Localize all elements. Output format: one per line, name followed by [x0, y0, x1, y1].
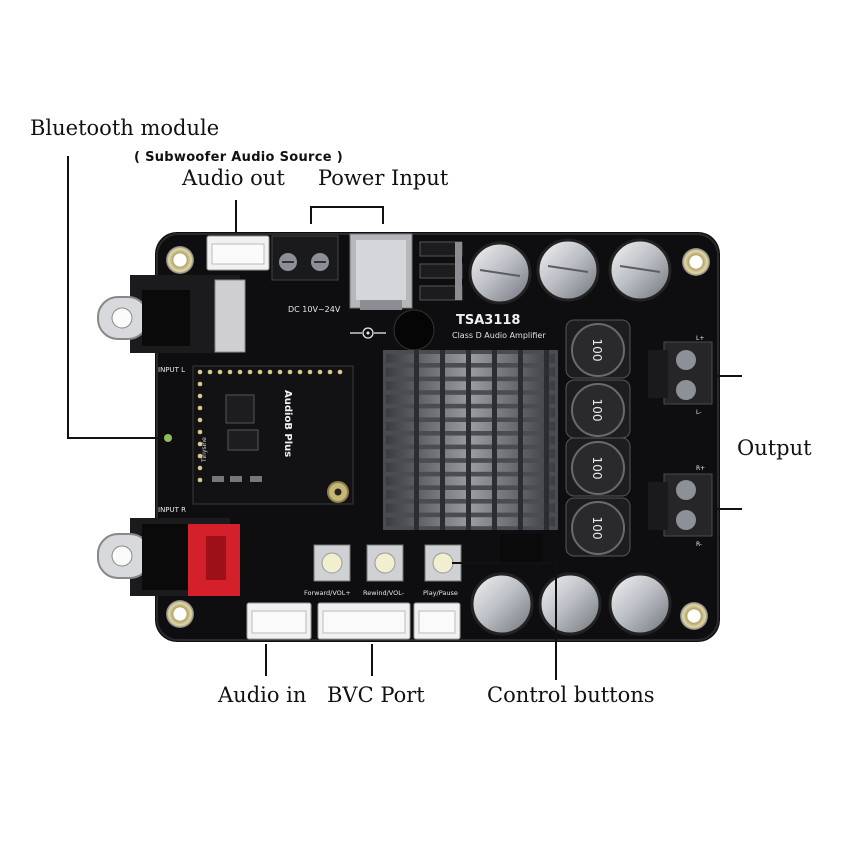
terminal-labels: L+ L- R+ R- — [696, 335, 705, 548]
power-terminal — [271, 235, 339, 281]
heatsink-channel — [544, 350, 549, 530]
polarity-symbol — [350, 327, 386, 339]
round-mosfet — [393, 309, 435, 351]
heatsink-channel — [518, 350, 523, 530]
control-buttons-label: Control buttons — [487, 683, 655, 707]
rca-jack-bottom — [97, 518, 240, 596]
inductor-value: 100 — [590, 339, 604, 362]
smd-components-top — [419, 241, 463, 301]
heatsink-channel — [466, 350, 471, 530]
mounting-holes — [166, 246, 710, 630]
inductor-value: 100 — [590, 457, 604, 480]
control-buttons-callout-line — [452, 562, 557, 680]
output-terminal-bottom — [648, 473, 713, 537]
button-label-forward: Forward/VOL+ — [304, 589, 351, 597]
bvc-port-label: BVC Port — [327, 683, 425, 707]
power-input-label: Power Input — [318, 166, 449, 190]
power-input-bracket — [310, 206, 384, 224]
top-capacitors — [468, 238, 672, 305]
audio-out-connector — [206, 235, 270, 271]
inductor-value: 100 — [590, 517, 604, 540]
button-label-play-pause: Play/Pause — [423, 589, 458, 597]
dc-voltage-label: DC 10V~24V — [288, 305, 341, 314]
inductor-value: 100 — [590, 399, 604, 422]
chip-subtitle: Class D Audio Amplifier — [452, 331, 546, 340]
module-name: AudioB Plus — [282, 390, 293, 457]
input-label-top: INPUT L — [158, 366, 185, 374]
control-button-forward[interactable] — [313, 544, 351, 582]
subwoofer-source-label: ( Subwoofer Audio Source ) — [134, 150, 343, 165]
dc-barrel-jack — [349, 233, 413, 310]
chip-title: TSA3118 — [456, 313, 520, 328]
button-label-rewind: Rewind/VOL- — [363, 589, 405, 597]
terminal-label-r-plus: R+ — [696, 465, 705, 472]
inductors: 100 100 100 100 — [565, 319, 631, 557]
terminal-label-l-minus: L- — [696, 409, 701, 416]
bluetooth-callout-line — [67, 156, 160, 439]
audio-in-label: Audio in — [218, 683, 307, 707]
inductor: 100 — [565, 379, 631, 439]
input-label-bottom: INPUT R — [158, 506, 186, 514]
terminal-label-l-plus: L+ — [696, 335, 704, 342]
control-button-rewind[interactable] — [366, 544, 404, 582]
bluetooth-module-label: Bluetooth module — [30, 116, 220, 140]
heatsink-channel — [440, 350, 445, 530]
bvc-port-connector-2 — [413, 602, 461, 640]
inductor: 100 — [565, 319, 631, 379]
inductor: 100 — [565, 497, 631, 557]
audio-out-label: Audio out — [182, 166, 285, 190]
module-brand: Tinysine — [201, 437, 208, 463]
heatsink-channel — [414, 350, 419, 530]
heatsink-channel — [492, 350, 497, 530]
rca-jack-top — [97, 275, 246, 353]
heatsink — [383, 350, 558, 530]
bluetooth-module — [192, 365, 354, 505]
callout-lines — [67, 156, 742, 680]
output-terminal-top — [648, 341, 713, 405]
bluetooth-led — [164, 434, 172, 442]
bottom-capacitors — [470, 534, 672, 636]
output-label: Output — [737, 436, 812, 460]
terminal-label-r-minus: R- — [696, 541, 702, 548]
inductor: 100 — [565, 437, 631, 497]
bvc-port-connector — [317, 602, 411, 640]
audio-in-connector — [246, 602, 312, 640]
